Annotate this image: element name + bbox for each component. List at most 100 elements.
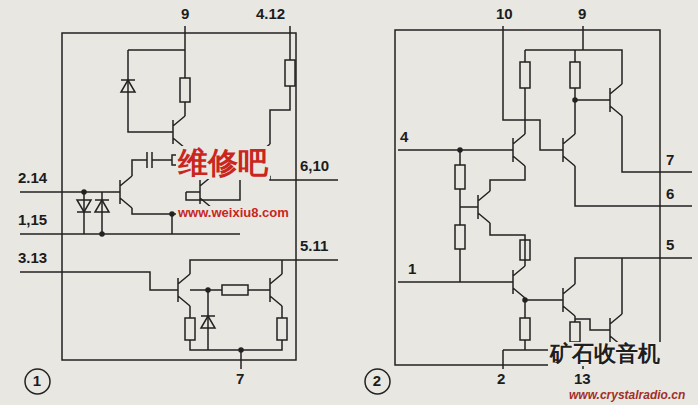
wire [240,350,242,369]
transistor-symbol [159,116,185,148]
resistor-symbol [285,60,295,86]
pin-number: 6,10 [300,158,329,175]
pin-number: 9 [578,6,586,23]
transistor-symbol [499,266,525,298]
junction-dot [82,98,585,352]
wire [190,306,282,350]
junction-dot [206,288,210,292]
watermark: 维修吧 [176,146,270,179]
wire [575,258,692,314]
figure-number: 1 [33,373,41,390]
circle-outline [25,369,50,394]
junction-dot [170,212,174,216]
pin-number: 7 [236,371,244,388]
diode-symbol [77,80,215,328]
transistor-symbol [256,274,282,306]
transistor-symbol [164,274,190,306]
wire [525,26,622,84]
pin-number: 6 [666,186,674,203]
wire [398,150,499,282]
pin-number: 9 [181,6,189,23]
figure-number: 2 [373,373,381,390]
wire [20,272,164,290]
transistor-symbol [596,84,622,116]
transistor-symbol [549,134,575,166]
wire [20,233,240,235]
transistor-symbol [549,134,575,166]
wire [20,26,338,369]
pin-number: 2 [497,371,505,388]
diode-symbol [95,200,109,212]
wire [622,116,692,172]
transistor-symbol [549,284,575,316]
wire [575,166,692,206]
wire [190,260,338,274]
transistor-symbol [549,284,575,316]
figure-number-circle: 1 [24,368,51,395]
ic-outline [62,33,296,360]
capacitor-symbol [147,152,152,168]
ic-outline [395,30,660,365]
transistor-symbol [164,274,190,306]
transistor-symbol [499,134,525,166]
pin-number: 2.14 [18,170,47,187]
wire [20,191,106,193]
diode-symbol [201,316,215,328]
pin-number: 3.13 [18,250,47,267]
watermark: 矿石收音机 [548,342,662,366]
resistor-symbol [520,318,530,340]
pin-number: 10 [496,6,513,23]
pin-number: 4 [400,129,408,146]
transistor-symbol [596,84,622,116]
resistor-symbol [520,62,530,88]
transistor-symbol [106,176,132,208]
transistor-symbol [464,191,490,223]
resistor-symbol [455,165,465,189]
resistor-symbol [455,62,580,342]
resistor-symbol [277,318,287,340]
junction-dot [458,148,462,152]
transistor-symbol [499,134,525,166]
junction-dot [100,232,104,236]
junction-dot [239,348,243,352]
transistor-symbol [186,176,212,208]
resistor-symbol [570,322,580,342]
diode-symbol [121,80,135,92]
pin-number: 1,15 [18,212,47,229]
wire [398,26,692,369]
wire [503,26,549,150]
transistor-symbol [186,176,212,208]
pin-number: 4.12 [256,6,285,23]
transistor-symbol [256,274,282,306]
capacitor-symbol [147,152,152,168]
watermark: www.weixiu8.com [176,206,291,220]
resistor-symbol [520,240,530,260]
transistor-symbol [159,116,185,148]
wire [184,26,186,160]
wire [84,192,102,234]
transistor-symbol [464,84,622,346]
resistor-symbol [570,62,580,88]
wire [270,26,290,144]
diode-symbol [77,200,91,212]
circle-outline [365,369,390,394]
junction-dot [573,98,577,102]
resistor-symbol [222,285,248,295]
pin-number: 5.11 [300,238,328,255]
figure-number-circle: 2 [364,368,391,395]
resistor-symbol [455,225,465,249]
wire [525,298,549,350]
watermark: www.crystalradio.cn [568,389,686,402]
wire [190,290,256,350]
resistor-symbol [180,78,190,102]
junction-dot [523,298,527,302]
ic-outline [395,30,660,365]
resistor-symbol [185,318,195,340]
wire [525,50,596,134]
pin-number: 13 [574,371,591,388]
ic-outline [62,33,296,360]
resistor-symbol [172,60,295,340]
transistor-symbol [106,176,132,208]
pin-number: 7 [666,152,674,169]
